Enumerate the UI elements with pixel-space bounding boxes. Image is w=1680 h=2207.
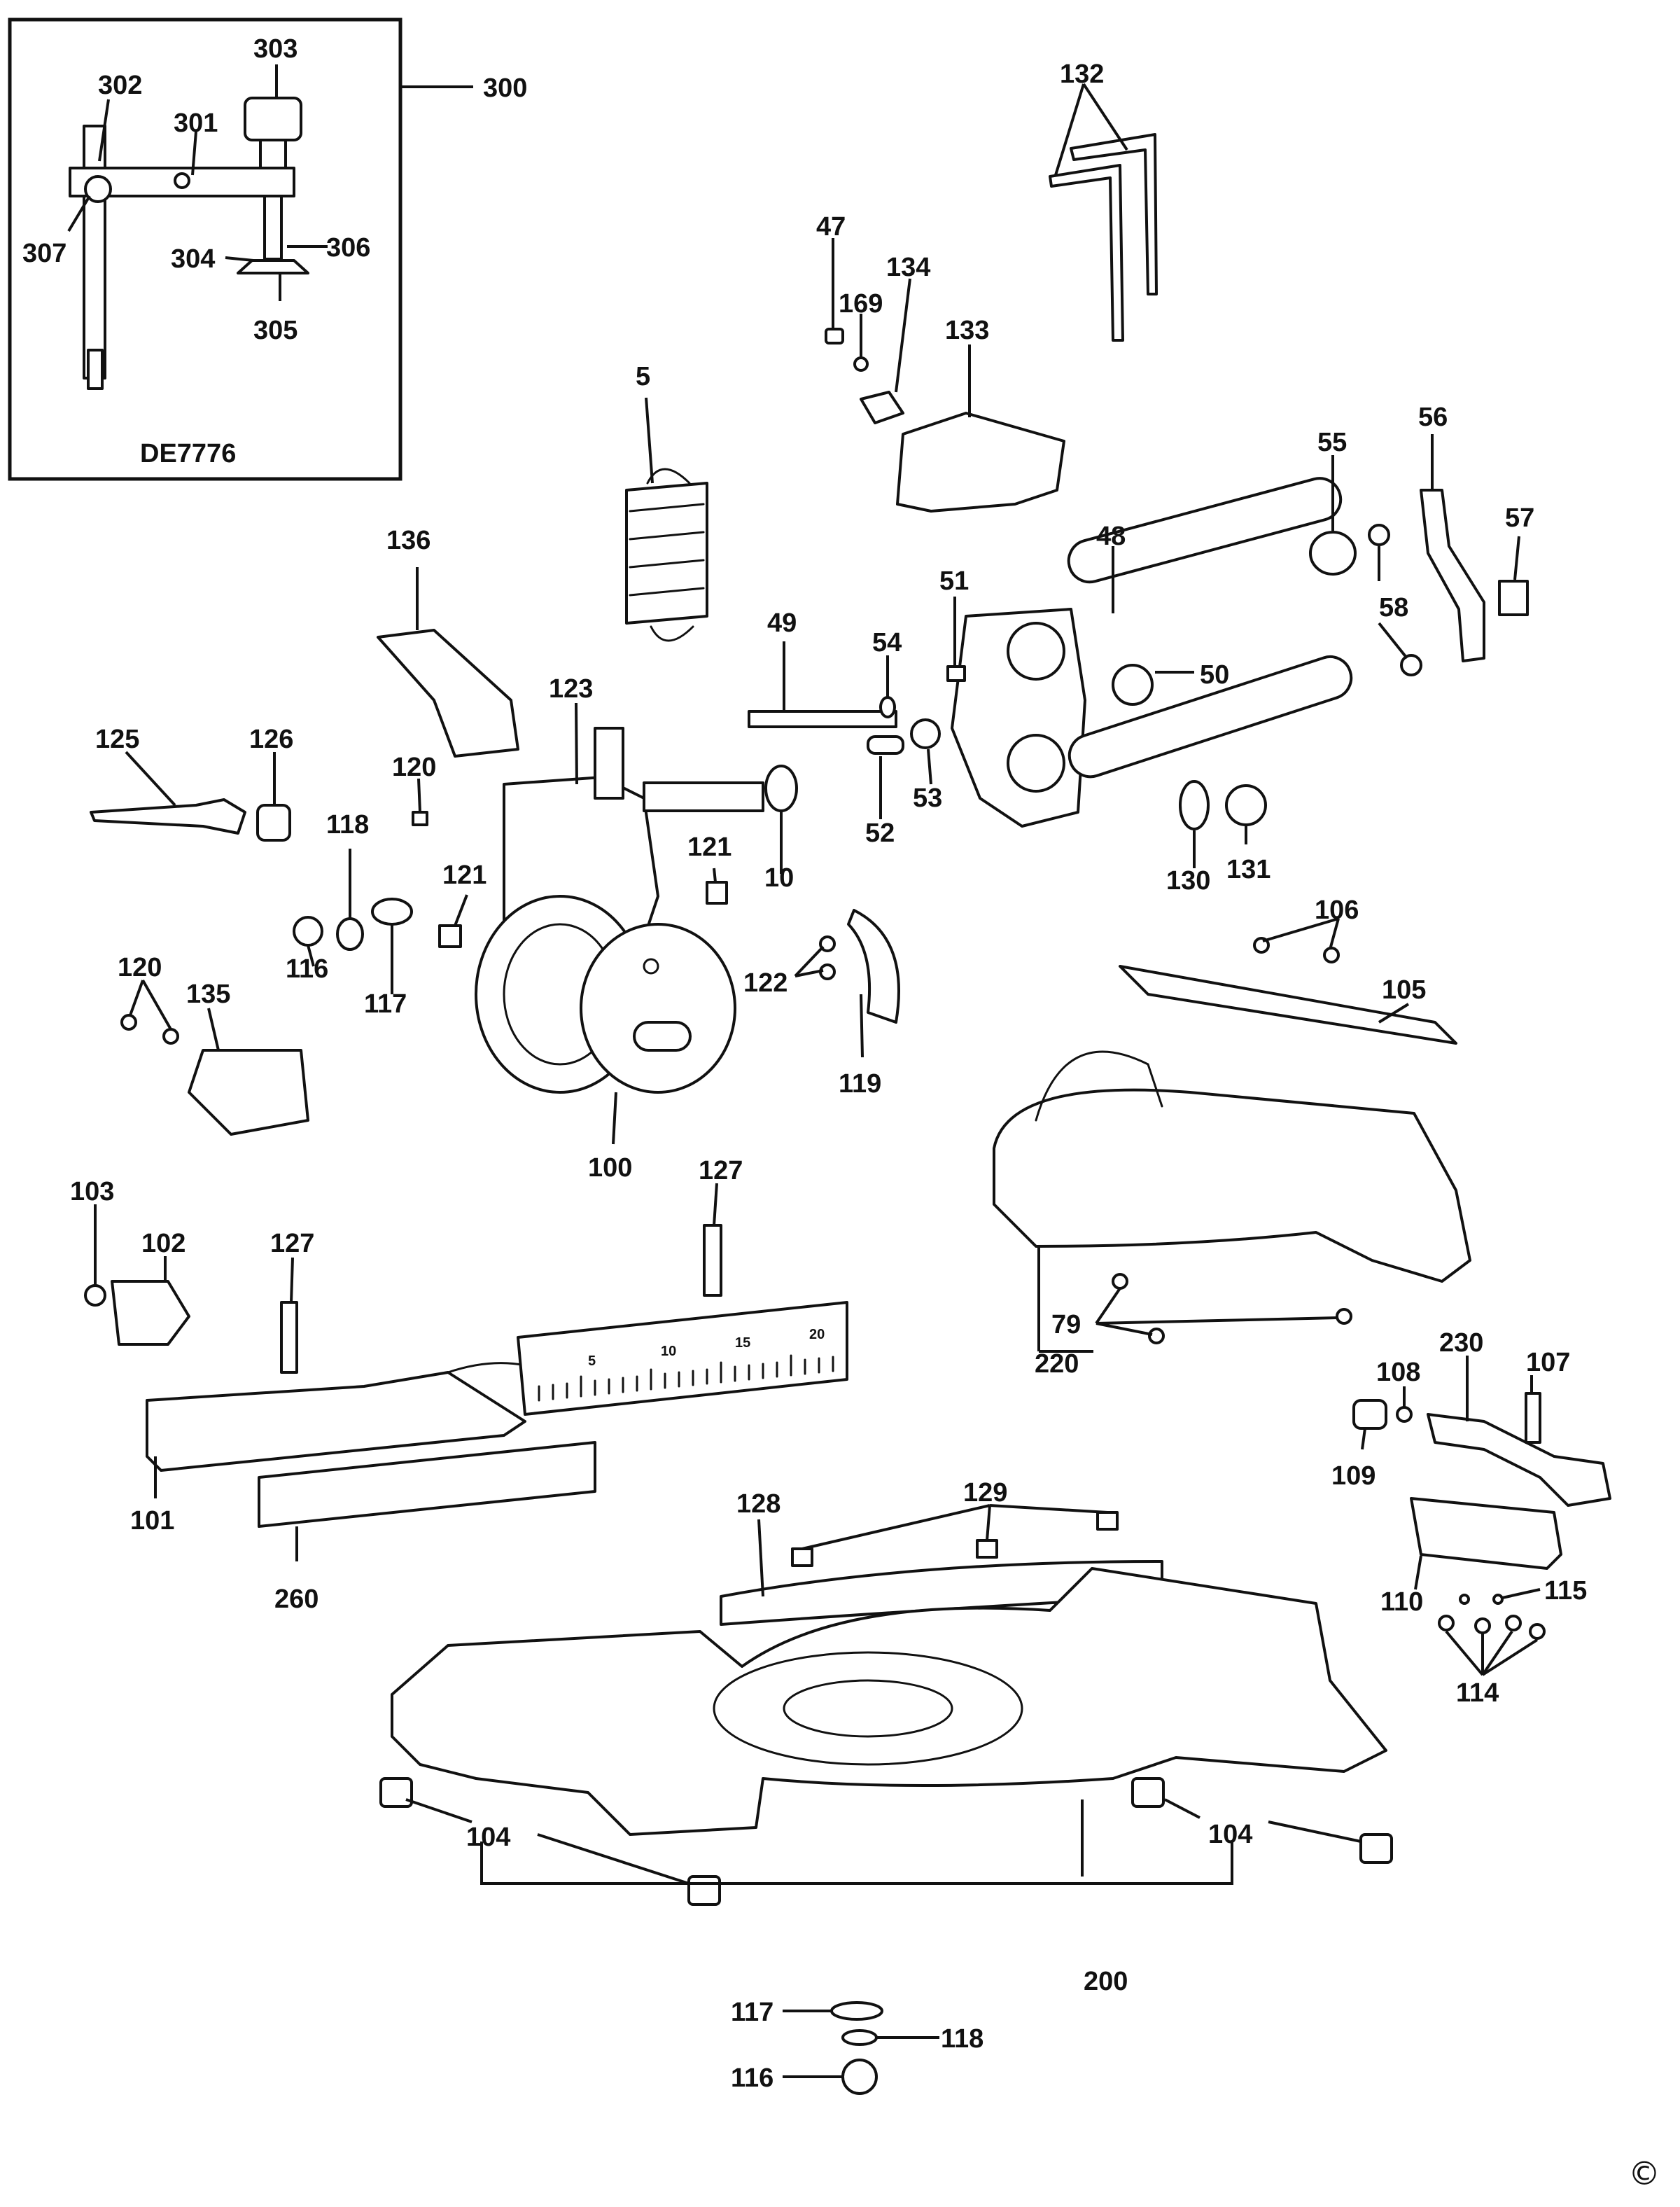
copyright-mark: © xyxy=(1628,2154,1660,2192)
label-106: 106 xyxy=(1315,896,1359,925)
label-220: 220 xyxy=(1035,1349,1079,1379)
fence-plate xyxy=(1119,965,1457,1045)
scale-mark-15: 15 xyxy=(735,1335,750,1351)
label-133: 133 xyxy=(945,316,989,345)
label-123: 123 xyxy=(549,674,593,704)
label-121-left: 121 xyxy=(442,861,486,890)
label-307: 307 xyxy=(22,239,66,268)
inset-de7776 xyxy=(8,18,402,481)
label-107: 107 xyxy=(1526,1348,1570,1377)
label-127-left: 127 xyxy=(270,1229,314,1258)
label-109: 109 xyxy=(1331,1461,1376,1491)
turntable xyxy=(993,1050,1471,1283)
label-10: 10 xyxy=(764,863,794,893)
label-56: 56 xyxy=(1418,403,1448,432)
label-130: 130 xyxy=(1166,866,1210,896)
label-51: 51 xyxy=(939,566,969,596)
label-105: 105 xyxy=(1382,975,1426,1005)
label-303: 303 xyxy=(253,34,298,64)
label-120-lower: 120 xyxy=(118,953,162,982)
label-127-right: 127 xyxy=(699,1156,743,1185)
label-136: 136 xyxy=(386,526,430,555)
label-57: 57 xyxy=(1505,503,1534,533)
label-301: 301 xyxy=(174,109,218,138)
label-200: 200 xyxy=(1084,1967,1128,1996)
part-labels: 302 301 303 300 307 304 306 305 DE7776 1… xyxy=(22,34,1587,2093)
label-104-left: 104 xyxy=(466,1823,510,1852)
label-55: 55 xyxy=(1317,428,1347,457)
lock-assembly xyxy=(1427,1413,1611,1507)
label-122: 122 xyxy=(743,968,788,998)
label-118-lower: 118 xyxy=(941,2024,983,2054)
label-104-right: 104 xyxy=(1208,1820,1252,1849)
label-305: 305 xyxy=(253,316,298,345)
label-302: 302 xyxy=(98,71,142,100)
label-79: 79 xyxy=(1051,1310,1081,1339)
label-132: 132 xyxy=(1060,60,1104,89)
label-118-upper: 118 xyxy=(326,810,369,840)
inset-model: DE7776 xyxy=(140,439,236,468)
label-102: 102 xyxy=(141,1229,186,1258)
lower-rail xyxy=(1068,655,1353,779)
label-114: 114 xyxy=(1456,1678,1499,1708)
label-103: 103 xyxy=(70,1177,114,1206)
fence-scale: 5 10 15 20 xyxy=(517,1301,848,1416)
label-169: 169 xyxy=(839,289,883,319)
label-134: 134 xyxy=(886,253,930,282)
knob-102 xyxy=(111,1280,190,1346)
guard-bracket xyxy=(188,1049,309,1136)
bar xyxy=(1420,489,1485,662)
scale-mark-5: 5 xyxy=(588,1353,596,1369)
label-117-upper: 117 xyxy=(364,989,407,1019)
label-48: 48 xyxy=(1096,522,1126,551)
clip-bracket xyxy=(847,909,900,1024)
label-131: 131 xyxy=(1226,855,1270,884)
label-50: 50 xyxy=(1200,660,1229,690)
fence-101 xyxy=(146,1362,526,1472)
motor-housing xyxy=(475,895,736,1094)
hex-keys xyxy=(1049,133,1158,342)
label-119: 119 xyxy=(839,1069,881,1099)
label-52: 52 xyxy=(865,819,895,848)
label-306: 306 xyxy=(326,233,370,263)
label-121-right: 121 xyxy=(687,833,732,862)
saw-base xyxy=(391,1567,1387,1836)
label-100: 100 xyxy=(588,1153,632,1183)
label-135: 135 xyxy=(186,980,230,1009)
label-110: 110 xyxy=(1380,1587,1423,1617)
spring xyxy=(625,468,708,642)
label-53: 53 xyxy=(913,784,942,813)
label-5: 5 xyxy=(636,362,650,391)
label-260: 260 xyxy=(274,1585,318,1614)
scale-mark-10: 10 xyxy=(661,1344,676,1359)
bracket-110 xyxy=(1410,1497,1562,1570)
label-125: 125 xyxy=(95,725,139,754)
label-300: 300 xyxy=(483,74,527,103)
label-230: 230 xyxy=(1439,1328,1483,1358)
scale-mark-20: 20 xyxy=(809,1327,825,1342)
label-47: 47 xyxy=(816,212,846,242)
fence-facing xyxy=(258,1441,596,1528)
label-126: 126 xyxy=(249,725,293,754)
label-108: 108 xyxy=(1376,1358,1420,1387)
label-120-upper: 120 xyxy=(392,753,436,782)
label-49: 49 xyxy=(767,608,797,638)
label-116-upper: 116 xyxy=(286,954,328,984)
upper-guard xyxy=(896,412,1065,513)
label-304: 304 xyxy=(171,244,215,274)
label-116-lower: 116 xyxy=(731,2063,774,2093)
dust-port xyxy=(377,629,519,758)
label-129: 129 xyxy=(963,1478,1007,1508)
label-54: 54 xyxy=(872,628,902,657)
label-115: 115 xyxy=(1544,1576,1587,1606)
shaft xyxy=(748,710,897,728)
upper-rail xyxy=(1067,477,1343,584)
handle xyxy=(90,798,246,835)
label-101: 101 xyxy=(130,1506,174,1536)
label-128: 128 xyxy=(736,1489,780,1519)
label-117-lower: 117 xyxy=(731,1998,774,2027)
label-58: 58 xyxy=(1379,593,1408,622)
rail-carrier xyxy=(951,608,1086,828)
